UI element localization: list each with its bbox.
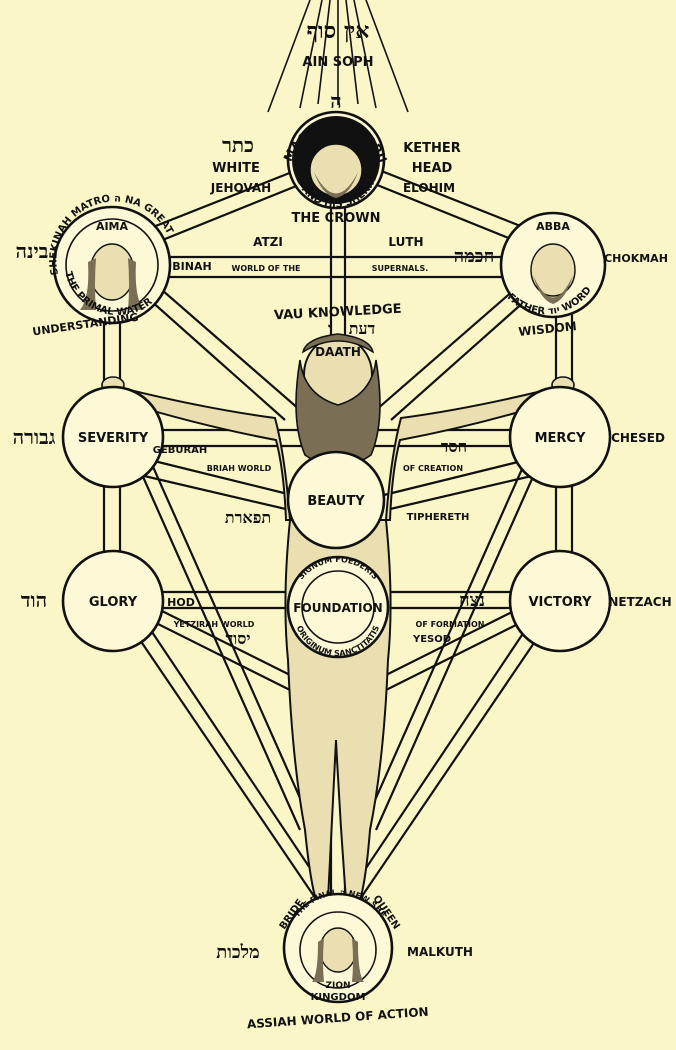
atziluth-luth: LUTH [388, 235, 423, 249]
kether-head: HEAD [412, 161, 453, 176]
kether-beard [314, 172, 358, 198]
atziluth-supernals: SUPERNALS. [372, 264, 429, 273]
malkuth-name: MALKUTH [407, 945, 473, 959]
yesod-hebrew: יסוד [225, 629, 250, 648]
netzach-sphere-label: VICTORY [528, 595, 592, 610]
binah-aima: AIMA [96, 220, 129, 233]
chokmah-abba: ABBA [536, 220, 570, 233]
malkuth-assiah: ASSIAH WORLD OF ACTION [246, 1005, 429, 1032]
malkuth-zion: ZION [325, 981, 350, 991]
kether-face [309, 143, 363, 197]
kether-hebrew: כתר [222, 133, 254, 157]
kether-white: WHITE [212, 161, 260, 176]
hod-sphere-label: GLORY [89, 595, 138, 610]
yetzirah-of-formation: OF FORMATION [416, 620, 485, 629]
chesed-hebrew: חסד [441, 437, 467, 456]
binah-name: BINAH [172, 260, 211, 273]
binah-hair-left [80, 258, 96, 310]
malkuth-hair-left [312, 938, 324, 982]
kether-jehovah: JEHOVAH [210, 181, 271, 195]
hod-name: HOD [167, 596, 195, 609]
chokmah-wisdom: WISDOM [518, 319, 578, 339]
geburah-name: GEBURAH [153, 445, 208, 456]
atziluth-world-of-the: WORLD OF THE [232, 264, 301, 273]
netzach-sphere [508, 549, 612, 653]
malkuth-hair-right [352, 938, 364, 982]
yesod-name: YESOD [412, 634, 451, 645]
kether-name: KETHER [403, 141, 461, 156]
yesod-inner-ring [301, 570, 375, 644]
netzach-hebrew: נצח [459, 590, 485, 611]
chesed-sphere-label: MERCY [535, 431, 586, 446]
daath-vau-knowledge: VAU KNOWLEDGE [274, 302, 402, 324]
tiphereth-sphere-label: BEAUTY [307, 494, 365, 509]
daath-hebrew-vau: ו [328, 319, 332, 338]
hod-sphere [61, 549, 165, 653]
hod-hebrew: הוד [21, 588, 47, 612]
daath-name: DAATH [315, 345, 361, 359]
malkuth-face [319, 927, 357, 973]
geburah-sphere [61, 385, 165, 489]
briah-world: BRIAH WORLD [207, 464, 272, 473]
tiphereth-name: TIPHERETH [407, 512, 470, 523]
ain-soph-hebrew: אין סוף [307, 18, 370, 44]
ain-soph-rays [267, 0, 409, 113]
binah-inner-ring [65, 218, 159, 312]
chokmah-beard [533, 275, 573, 304]
atziluth-atzi: ATZI [253, 235, 283, 249]
yetzirah-world: YETZIRAH WORLD [173, 620, 255, 629]
tiphereth-sphere [286, 450, 386, 550]
chokmah-face [530, 243, 576, 297]
tiphereth-hebrew: תפארת [225, 508, 271, 527]
sephiroth-spheres [52, 110, 612, 1004]
kether-crown-label: THE CROWN [292, 211, 381, 226]
binah-hebrew: בינה [16, 239, 49, 263]
kether-elohim: ELOHIM [403, 181, 455, 195]
chokmah-hebrew: חכמה [454, 246, 494, 267]
geburah-hebrew: גבורה [13, 425, 56, 449]
malkuth-hebrew: מלכות [216, 942, 259, 963]
malkuth-inner-ring [299, 911, 377, 989]
ain-soph-label: AIN SOPH [302, 55, 373, 70]
binah-hair-right [128, 258, 144, 310]
kether-letter: ה [330, 89, 342, 113]
malkuth-kingdom: KINGDOM [311, 992, 366, 1003]
netzach-name: NETZACH [608, 595, 671, 609]
geburah-sphere-label: SEVERITY [78, 431, 149, 446]
chokmah-name: CHOKMAH [604, 252, 668, 265]
briah-of-creation: OF CREATION [403, 464, 463, 473]
binah-face [89, 243, 135, 301]
yesod-sphere-label: FOUNDATION [293, 601, 382, 615]
daath-hebrew: דעת [349, 319, 376, 338]
chesed-name: CHESED [611, 431, 665, 445]
chesed-sphere [508, 385, 612, 489]
